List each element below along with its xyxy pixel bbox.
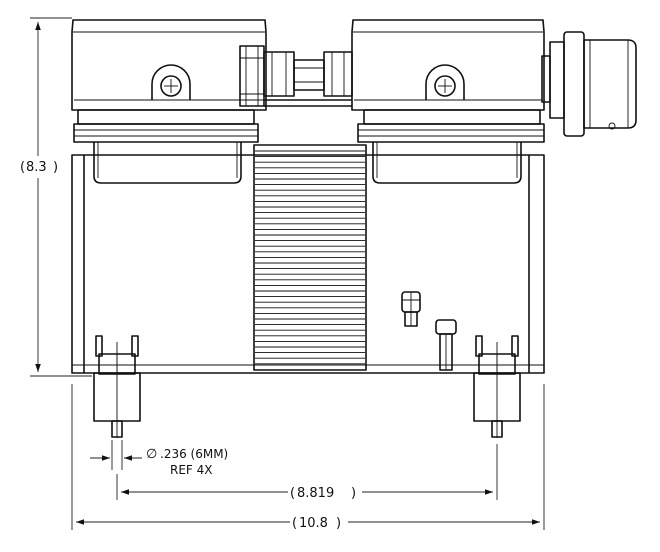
svg-text:(: (	[290, 486, 295, 501]
diameter-callout: ∅ .236 (6MM) REF 4X	[90, 440, 228, 477]
height-dimension: ( 8.3 )	[18, 17, 92, 377]
foot-span-label: 8.819	[297, 486, 334, 501]
right-foot	[473, 335, 521, 438]
svg-text:(: (	[292, 516, 297, 531]
svg-text:): )	[53, 160, 58, 175]
foot-span-dimension: ( 8.819 )	[116, 444, 498, 502]
diameter-label: .236 (6MM)	[160, 447, 228, 461]
toggle-switch-lower	[435, 319, 457, 371]
svg-text:): )	[351, 486, 356, 501]
toggle-switch-upper	[401, 291, 421, 327]
crossover-tube	[263, 51, 353, 107]
motor-housing	[71, 154, 545, 374]
height-dimension-label: 8.3	[26, 160, 47, 175]
left-foot	[93, 335, 141, 438]
cooling-fins	[253, 144, 367, 371]
diameter-symbol: ∅	[146, 447, 157, 462]
left-pump-head	[71, 19, 267, 184]
diameter-ref-label: REF 4X	[170, 463, 213, 477]
overall-width-dimension: ( 10.8 )	[71, 384, 545, 532]
svg-text:(: (	[20, 160, 25, 175]
right-pump-head	[351, 19, 545, 184]
electrical-connector	[541, 31, 637, 137]
overall-width-label: 10.8	[299, 516, 328, 531]
svg-text:): )	[336, 516, 341, 531]
